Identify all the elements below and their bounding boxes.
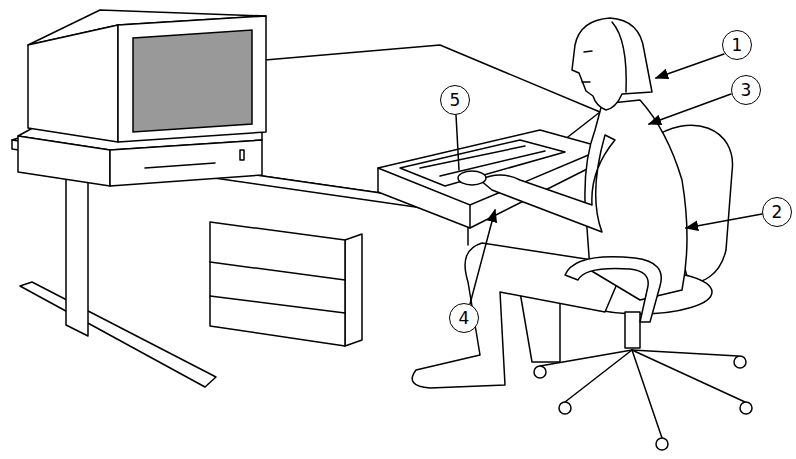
caster xyxy=(656,438,668,450)
person-arm xyxy=(480,135,615,232)
leader-line xyxy=(456,115,459,170)
mouth xyxy=(582,81,590,83)
chair-base xyxy=(565,350,632,402)
tray-edge xyxy=(469,205,471,228)
keyboard xyxy=(400,140,565,186)
floppy-slot xyxy=(145,163,215,168)
drawer-line xyxy=(210,262,345,280)
person-head xyxy=(572,18,652,110)
callout-number: 1 xyxy=(722,30,752,60)
person-hand xyxy=(458,171,486,185)
monitor-front xyxy=(118,16,266,142)
leader-arrow xyxy=(649,94,731,124)
chair-base xyxy=(632,350,662,438)
leader-arrow xyxy=(686,214,762,228)
pedestal-side xyxy=(345,234,362,346)
chair-column xyxy=(625,312,640,348)
caster xyxy=(740,402,752,414)
caster xyxy=(534,366,546,378)
callout-number: 5 xyxy=(440,85,470,115)
hair-line xyxy=(612,22,626,92)
drawer-pedestal xyxy=(210,222,345,346)
keyboard-keys xyxy=(440,151,545,176)
chair-base xyxy=(632,350,738,356)
keyboard-keys xyxy=(420,146,525,168)
callout-number: 3 xyxy=(731,75,761,105)
power-button xyxy=(240,150,244,160)
computer-side xyxy=(18,136,110,186)
computer-front xyxy=(110,140,262,186)
eye xyxy=(584,51,592,52)
callout-number: 4 xyxy=(449,303,479,333)
desk-foot xyxy=(20,282,216,387)
caster xyxy=(734,356,746,368)
callout-number: 2 xyxy=(762,197,792,227)
monitor-screen xyxy=(133,30,252,132)
monitor-side xyxy=(28,25,118,142)
leader-arrow xyxy=(470,210,495,304)
chair-armrest xyxy=(565,257,661,322)
drawer-line xyxy=(210,296,345,313)
chair-base xyxy=(632,350,745,402)
caster xyxy=(559,402,571,414)
leader-arrow xyxy=(656,54,724,78)
